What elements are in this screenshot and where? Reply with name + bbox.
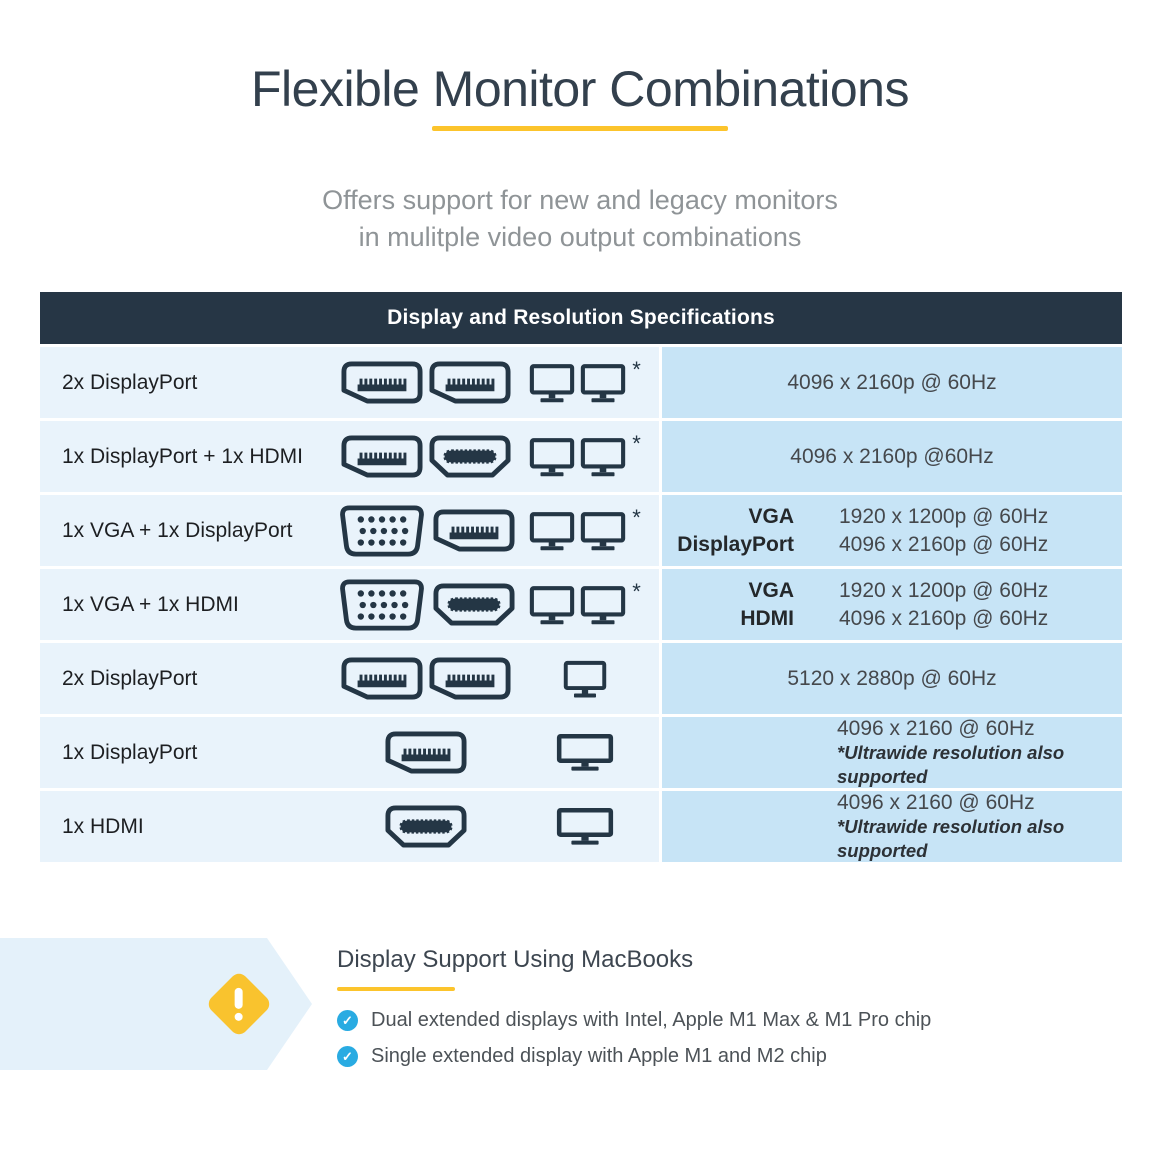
check-icon: ✓	[337, 1046, 358, 1067]
port-label: DisplayPort	[677, 532, 794, 556]
port-label: VGA	[748, 578, 794, 602]
ultrawide-note: *Ultrawide resolution also supported	[837, 816, 1065, 861]
displayport-icon	[385, 731, 467, 774]
table-row: 1x VGA + 1x DisplayPort * VGA DisplayPor…	[40, 495, 1122, 566]
dual-monitors-icon	[529, 511, 575, 551]
resolution-value: 4096 x 2160p @ 60Hz	[839, 606, 1049, 630]
row-label: 1x HDMI	[62, 814, 144, 838]
subtitle-line-2: in mulitple video output combinations	[358, 222, 802, 252]
table-row: 1x HDMI 4096 x 2160 @ 60Hz *Ultrawide re…	[40, 791, 1122, 862]
heading-underline	[337, 987, 455, 991]
page-title: Flexible Monitor Combinations	[250, 61, 910, 117]
vga-icon	[337, 579, 427, 631]
resolution-value: 4096 x 2160p @60Hz	[790, 444, 994, 468]
spec-table: Display and Resolution Specifications 2x…	[40, 292, 1122, 862]
dual-monitors-icon	[580, 511, 626, 551]
row-label: 2x DisplayPort	[62, 370, 198, 394]
check-icon: ✓	[337, 1010, 358, 1031]
row-label: 1x VGA + 1x DisplayPort	[62, 518, 293, 542]
subtitle-line-1: Offers support for new and legacy monito…	[322, 185, 838, 215]
table-row: 2x DisplayPort 5120 x 2880p @ 60Hz	[40, 643, 1122, 714]
macbook-support-section: Display Support Using MacBooks ✓ Dual ex…	[337, 946, 931, 1068]
displayport-icon	[341, 361, 423, 404]
support-item: ✓ Dual extended displays with Intel, App…	[337, 1009, 931, 1032]
port-label: VGA	[748, 504, 794, 528]
hdmi-icon	[385, 805, 467, 848]
hdmi-icon	[429, 435, 511, 478]
row-label: 1x DisplayPort + 1x HDMI	[62, 444, 303, 468]
asterisk-footnote-marker: *	[632, 430, 641, 456]
widescreen-monitor-icon	[556, 807, 614, 847]
support-item-label: Single extended display with Apple M1 an…	[371, 1045, 827, 1067]
resolution-value: 1920 x 1200p @ 60Hz	[839, 504, 1049, 528]
displayport-icon	[341, 435, 423, 478]
asterisk-footnote-marker: *	[632, 504, 641, 530]
dual-monitors-icon	[529, 585, 575, 625]
table-row: 2x DisplayPort * 4096 x 2160p @ 60Hz	[40, 347, 1122, 418]
resolution-value: 1920 x 1200p @ 60Hz	[839, 578, 1049, 602]
dual-monitors-icon	[529, 363, 575, 403]
macbook-support-heading: Display Support Using MacBooks	[337, 946, 694, 973]
single-monitor-icon	[563, 660, 607, 698]
exclamation-glyph	[235, 987, 243, 1021]
asterisk-footnote-marker: *	[632, 356, 641, 382]
hdmi-icon	[433, 583, 515, 626]
table-row: 1x VGA + 1x HDMI * VGA HDMI	[40, 569, 1122, 640]
dual-monitors-icon	[580, 585, 626, 625]
title-underline	[432, 126, 728, 131]
displayport-icon	[341, 657, 423, 700]
support-item: ✓ Single extended display with Apple M1 …	[337, 1045, 931, 1068]
row-label: 2x DisplayPort	[62, 666, 198, 690]
dual-monitors-icon	[529, 437, 575, 477]
table-row: 1x DisplayPort + 1x HDMI * 4096 x 2160p …	[40, 421, 1122, 492]
widescreen-monitor-icon	[556, 733, 614, 773]
resolution-value: 4096 x 2160p @ 60Hz	[839, 532, 1049, 556]
resolution-value: 4096 x 2160 @ 60Hz	[837, 791, 1035, 814]
row-label: 1x DisplayPort	[62, 740, 198, 764]
port-label: HDMI	[740, 606, 794, 630]
row-label: 1x VGA + 1x HDMI	[62, 592, 239, 616]
dual-monitors-icon	[580, 437, 626, 477]
displayport-icon	[429, 361, 511, 404]
resolution-value: 4096 x 2160 @ 60Hz	[837, 717, 1035, 740]
table-header: Display and Resolution Specifications	[40, 292, 1122, 344]
displayport-icon	[433, 509, 515, 552]
resolution-value: 5120 x 2880p @ 60Hz	[787, 666, 997, 690]
asterisk-footnote-marker: *	[632, 578, 641, 604]
dual-monitors-icon	[580, 363, 626, 403]
page-subtitle: Offers support for new and legacy monito…	[0, 182, 1160, 256]
vga-icon	[337, 505, 427, 557]
resolution-value: 4096 x 2160p @ 60Hz	[787, 370, 997, 394]
displayport-icon	[429, 657, 511, 700]
ultrawide-note: *Ultrawide resolution also supported	[837, 742, 1065, 787]
support-item-label: Dual extended displays with Intel, Apple…	[371, 1009, 932, 1031]
table-row: 1x DisplayPort 4096 x 2160 @ 60Hz *Ultra…	[40, 717, 1122, 788]
